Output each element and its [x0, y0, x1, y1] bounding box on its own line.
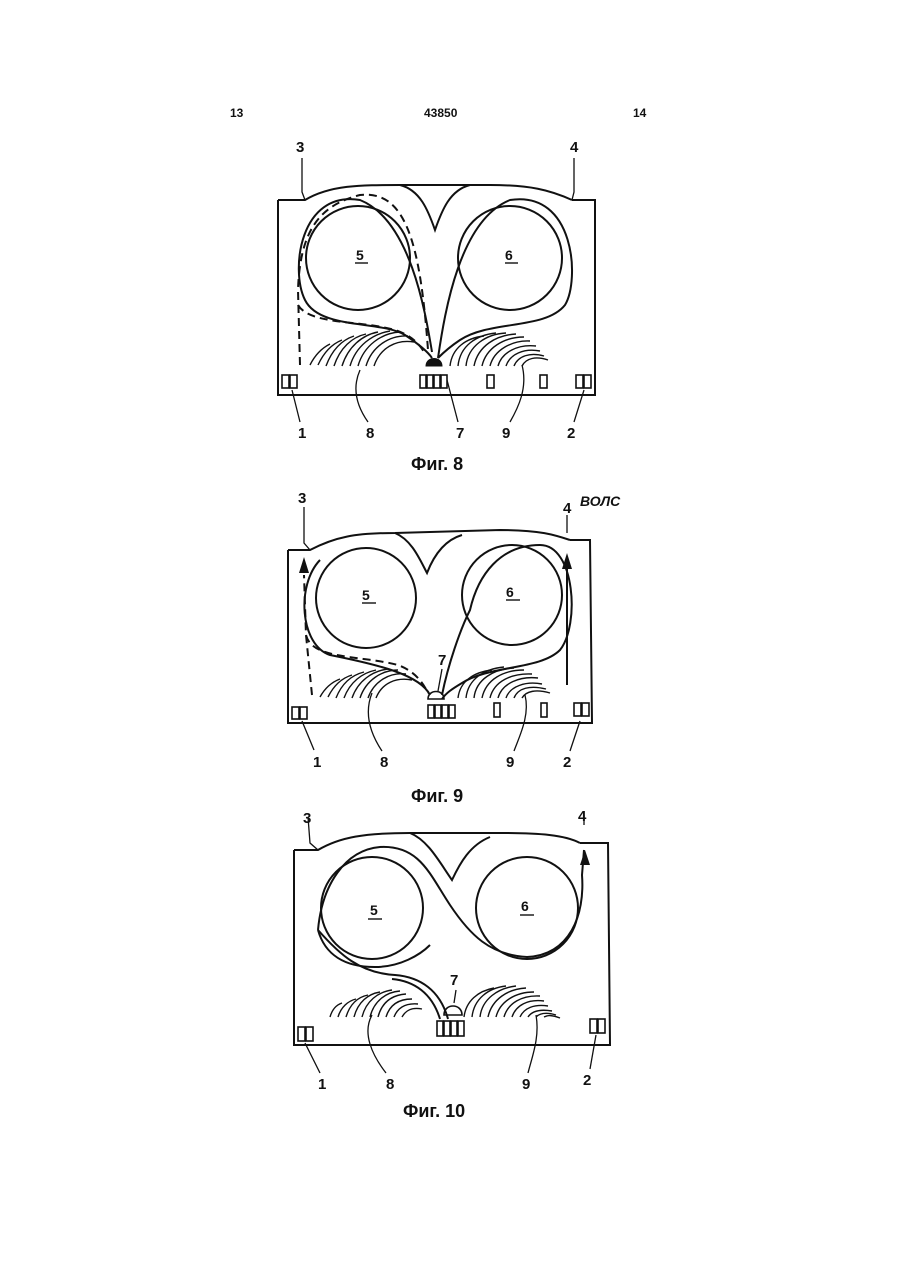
label-9: 9 [522, 1076, 530, 1093]
figure-9-caption: Фиг. 9 [411, 786, 463, 807]
label-4: 4 [563, 500, 572, 517]
figure-8-caption: Фиг. 8 [411, 454, 463, 475]
figure-9-drawing: 3 4 ВОЛС 5 6 7 1 8 9 2 [0, 485, 900, 785]
label-5: 5 [356, 247, 364, 263]
label-9: 9 [502, 425, 510, 442]
figure-9: 3 4 ВОЛС 5 6 7 1 8 9 2 Фиг. 9 [0, 485, 900, 810]
label-9: 9 [506, 754, 514, 771]
figure-10-drawing: 3 4 5 6 7 1 8 9 2 [0, 805, 900, 1105]
label-7: 7 [450, 972, 458, 989]
label-6: 6 [506, 584, 514, 600]
label-7: 7 [456, 425, 464, 442]
label-4: 4 [570, 139, 579, 156]
label-3: 3 [296, 139, 304, 156]
patent-number: 43850 [424, 106, 457, 120]
label-1: 1 [298, 425, 306, 442]
figure-10-caption: Фиг. 10 [403, 1101, 465, 1122]
label-6: 6 [521, 898, 529, 914]
label-6: 6 [505, 247, 513, 263]
page-number-left: 13 [230, 106, 243, 120]
label-5: 5 [362, 587, 370, 603]
label-fiber-line: ВОЛС [580, 493, 621, 509]
label-3: 3 [303, 810, 311, 827]
label-4: 4 [578, 808, 587, 825]
label-8: 8 [386, 1076, 394, 1093]
label-3: 3 [298, 490, 306, 507]
label-8: 8 [380, 754, 388, 771]
page-number-right: 14 [633, 106, 646, 120]
figure-8-drawing: 3 4 5 6 1 8 7 9 2 [0, 130, 900, 450]
label-2: 2 [563, 754, 571, 771]
figure-8: 3 4 5 6 1 8 7 9 2 Фиг. 8 [0, 130, 900, 480]
label-2: 2 [583, 1072, 591, 1089]
label-1: 1 [318, 1076, 326, 1093]
label-8: 8 [366, 425, 374, 442]
label-1: 1 [313, 754, 321, 771]
label-7: 7 [438, 652, 446, 669]
label-5: 5 [370, 902, 378, 918]
label-2: 2 [567, 425, 575, 442]
figure-10: 3 4 5 6 7 1 8 9 2 Фиг. 10 [0, 805, 900, 1125]
